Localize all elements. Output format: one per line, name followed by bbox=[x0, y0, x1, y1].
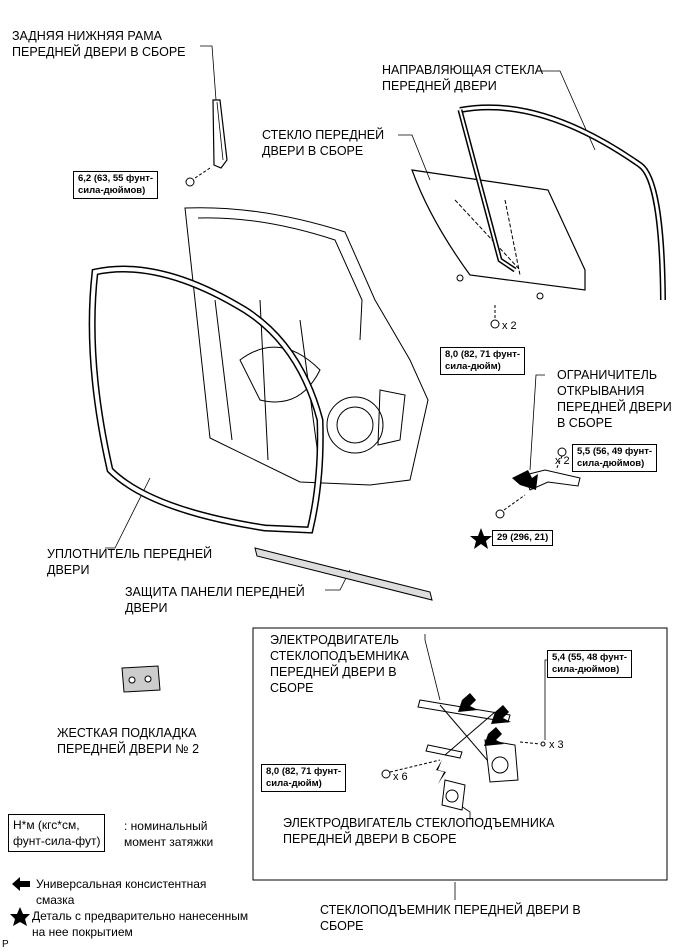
window-regulator-part bbox=[381, 699, 546, 811]
door-glass-part bbox=[411, 169, 586, 329]
label-window-motor-top: ЭЛЕКТРОДВИГАТЕЛЬ СТЕКЛОПОДЪЕМНИКА ПЕРЕДН… bbox=[270, 633, 409, 695]
torque-spec: 6,2 (63, 55 фунт- сила-дюймов) bbox=[73, 171, 159, 199]
rear-lower-frame-part bbox=[185, 99, 228, 187]
panel-protector-part bbox=[254, 547, 433, 601]
torque-spec: 5,4 (55, 48 фунт- сила-дюймов) bbox=[547, 650, 633, 678]
label-regulator: СТЕКЛОПОДЪЕМНИК ПЕРЕДНЕЙ ДВЕРИ В СБОРЕ bbox=[320, 903, 581, 933]
legend-precoated: Деталь с предварительно нанесенным на не… bbox=[32, 909, 249, 939]
footer-mark: P bbox=[2, 939, 9, 950]
label-hard-pad: ЖЕСТКАЯ ПОДКЛАДКА ПЕРЕДНЕЙ ДВЕРИ № 2 bbox=[57, 726, 200, 756]
label-rear-lower-frame: ЗАДНЯЯ НИЖНЯЯ РАМА ПЕРЕДНЕЙ ДВЕРИ В СБОР… bbox=[12, 29, 186, 59]
label-window-motor-bottom: ЭЛЕКТРОДВИГАТЕЛЬ СТЕКЛОПОДЪЕМНИКА ПЕРЕДН… bbox=[283, 816, 555, 846]
label-door-check: ОГРАНИЧИТЕЛЬ ОТКРЫВАНИЯ ПЕРЕДНЕЙ ДВЕРИ В… bbox=[557, 368, 672, 430]
leader-lines bbox=[105, 45, 596, 900]
torque-spec: 8,0 (82, 71 фунт- сила-дюйм) bbox=[261, 764, 347, 792]
label-weatherstrip: УПЛОТНИТЕЛЬ ПЕРЕДНЕЙ ДВЕРИ bbox=[47, 547, 213, 577]
hard-pad-part bbox=[121, 665, 161, 693]
quantity-label: x 6 bbox=[393, 771, 408, 783]
quantity-label: x 3 bbox=[549, 739, 564, 751]
torque-spec: 29 (296, 21) bbox=[492, 530, 554, 546]
grease-arrow-icon bbox=[12, 877, 30, 891]
quantity-label: x 2 bbox=[502, 320, 517, 332]
label-panel-protector: ЗАЩИТА ПАНЕЛИ ПЕРЕДНЕЙ ДВЕРИ bbox=[125, 585, 305, 615]
torque-spec: 5,5 (56, 49 фунт- сила-дюймов) bbox=[572, 444, 658, 472]
star-legend-icon bbox=[10, 907, 30, 926]
legend-unit-box: Н*м (кгс*см, фунт-сила-фут) bbox=[8, 814, 106, 852]
legend-grease: Универсальная консистентная смазка bbox=[36, 877, 207, 907]
weatherstrip-part bbox=[88, 265, 324, 534]
label-glass-run: НАПРАВЛЯЮЩАЯ СТЕКЛА ПЕРЕДНЕЙ ДВЕРИ bbox=[382, 63, 544, 93]
legend-unit-desc: : номинальный момент затяжки bbox=[124, 819, 214, 849]
door-inner-panel-part bbox=[184, 207, 429, 486]
door-check-part bbox=[495, 447, 581, 519]
quantity-label: x 2 bbox=[555, 455, 570, 467]
regulator-group-frame bbox=[252, 627, 668, 881]
torque-spec: 8,0 (82, 71 фунт- сила-дюйм) bbox=[440, 347, 526, 375]
precoated-star-icon bbox=[470, 528, 492, 549]
grease-arrows bbox=[436, 470, 538, 784]
glass-run-part bbox=[457, 104, 666, 301]
label-door-glass: СТЕКЛО ПЕРЕДНЕЙ ДВЕРИ В СБОРЕ bbox=[262, 128, 385, 158]
